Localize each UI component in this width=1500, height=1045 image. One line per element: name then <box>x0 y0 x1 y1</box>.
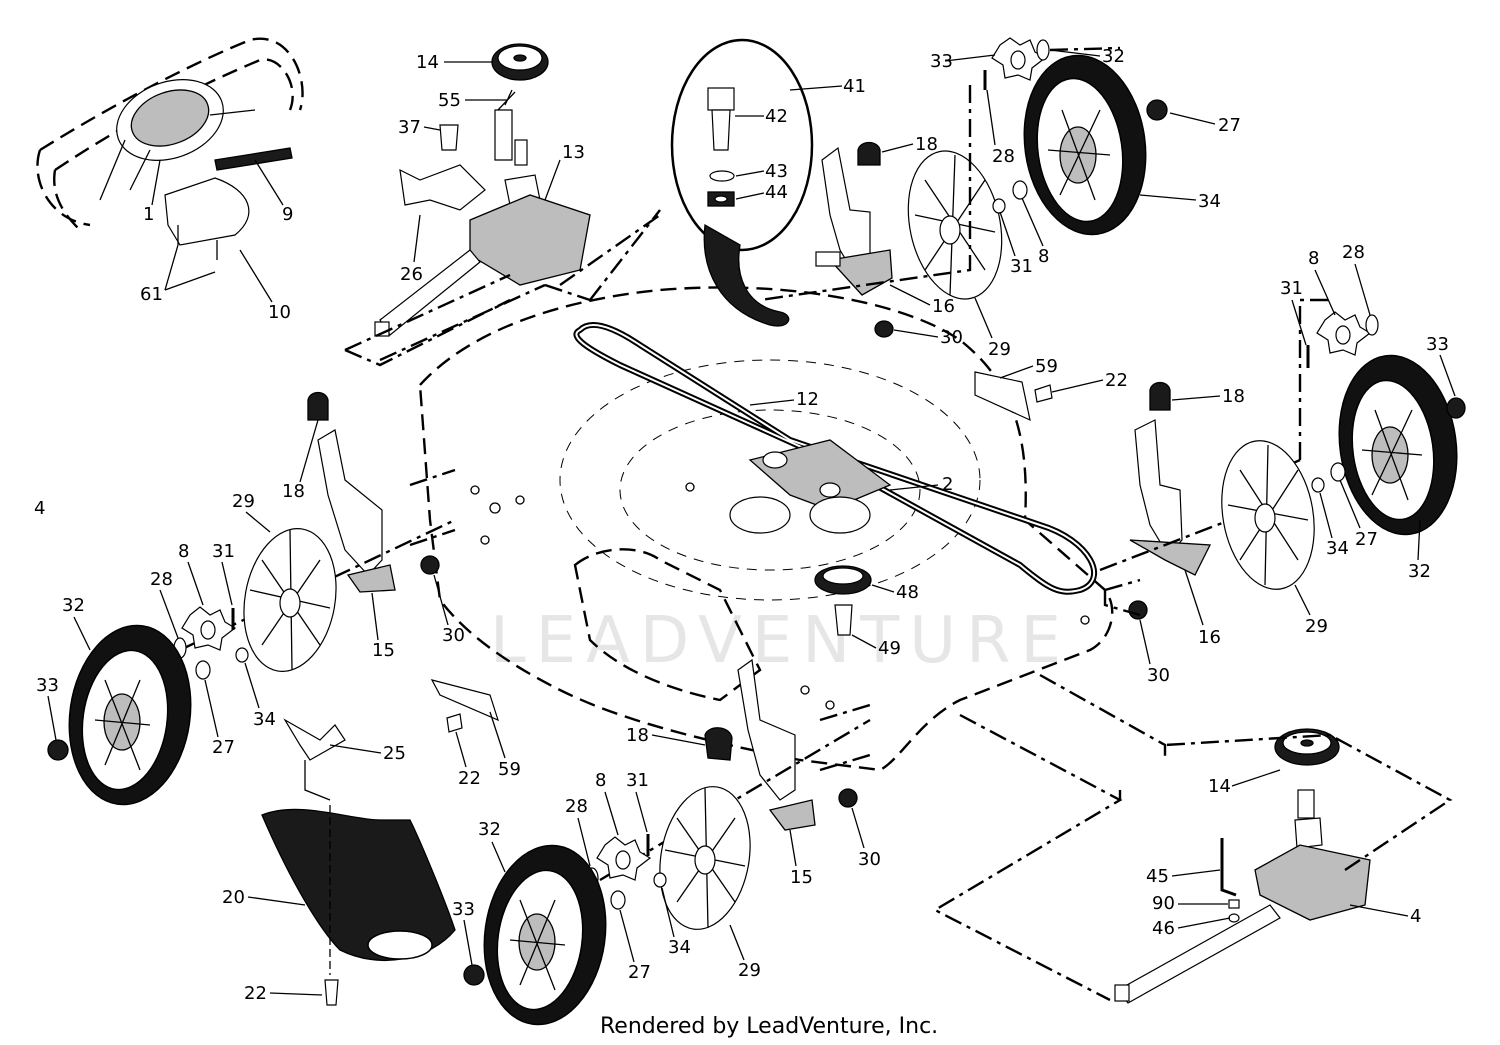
mower-deck <box>418 286 1114 772</box>
callout-27-upper: 8 <box>1038 246 1049 267</box>
wheel-left <box>68 624 192 806</box>
transmission-lower <box>1114 728 1371 1004</box>
callout-33-left: 33 <box>36 675 59 696</box>
callout-4: 4 <box>1410 906 1421 927</box>
callout-31-upper: 28 <box>992 146 1015 167</box>
callout-28-upper: 32 <box>1102 46 1125 67</box>
callout-31-bottom: 31 <box>626 770 649 791</box>
callout-33-right: 33 <box>1426 334 1449 355</box>
callout-49: 49 <box>878 638 901 659</box>
callout-90: 90 <box>1152 893 1175 914</box>
callout-20: 20 <box>222 887 245 908</box>
callout-42: 42 <box>765 106 788 127</box>
drive-belt <box>573 322 1098 595</box>
callout-34-left: 34 <box>253 709 276 730</box>
wheel-upper-right <box>1023 54 1147 236</box>
callout-34-upper: 31 <box>1010 256 1033 277</box>
footer-credit: Rendered by LeadVenture, Inc. <box>600 1014 938 1039</box>
callout-28-bottom: 28 <box>565 796 588 817</box>
transmission-upper <box>374 43 591 337</box>
page-number: 4 <box>34 498 45 519</box>
watermark: LEADVENTURE <box>490 604 1071 678</box>
blade-adapter-detail <box>670 38 814 327</box>
callout-32-upper: 34 <box>1198 191 1221 212</box>
handle-assembly <box>36 37 304 260</box>
callout-8-bottom: 8 <box>595 770 606 791</box>
callout-22-lower: 22 <box>458 768 481 789</box>
callout-14-top: 14 <box>416 52 439 73</box>
callout-31-left: 31 <box>212 541 235 562</box>
callout-31-right: 31 <box>1280 278 1303 299</box>
callout-27-right: 27 <box>1355 529 1378 550</box>
wheel-bottom <box>483 844 607 1026</box>
callout-10: 10 <box>268 302 291 323</box>
idler-bracket <box>729 439 892 534</box>
callout-32-bottom: 32 <box>478 819 501 840</box>
callout-33-upper: 27 <box>1218 115 1241 136</box>
callout-59-lower: 59 <box>498 759 521 780</box>
callout-61: 61 <box>140 284 163 305</box>
callout-27-bottom: 27 <box>628 962 651 983</box>
callout-30-right: 30 <box>1147 665 1170 686</box>
callout-15-left: 15 <box>372 640 395 661</box>
callout-41: 41 <box>843 76 866 97</box>
callout-48: 48 <box>896 582 919 603</box>
callout-30-left: 30 <box>442 625 465 646</box>
callout-1: 1 <box>143 204 154 225</box>
callout-18-right: 18 <box>1222 386 1245 407</box>
callout-26: 26 <box>400 264 423 285</box>
callout-28-right: 28 <box>1342 242 1365 263</box>
callout-2: 2 <box>942 474 953 495</box>
callout-59-right: 59 <box>1035 356 1058 377</box>
callout-8-upper: 33 <box>930 51 953 72</box>
callout-30-upper: 30 <box>940 327 963 348</box>
wheel-right <box>1338 354 1458 536</box>
callout-22-right: 22 <box>1105 370 1128 391</box>
callout-29-left: 29 <box>232 491 255 512</box>
callout-55: 55 <box>438 90 461 111</box>
callout-18-bottom: 18 <box>626 725 649 746</box>
callout-13: 13 <box>562 142 585 163</box>
callout-43: 43 <box>765 161 788 182</box>
callout-30-bottom: 30 <box>858 849 881 870</box>
callout-25: 25 <box>383 743 406 764</box>
callout-18-left: 18 <box>282 481 305 502</box>
callout-18-upper: 18 <box>915 134 938 155</box>
discharge-chute <box>261 718 456 962</box>
callout-12: 12 <box>796 389 819 410</box>
callout-32-right: 32 <box>1408 561 1431 582</box>
callout-32-left: 32 <box>62 595 85 616</box>
callout-37: 37 <box>398 117 421 138</box>
callout-29-upper: 29 <box>988 339 1011 360</box>
callout-16-upper: 16 <box>932 296 955 317</box>
callout-8-left: 8 <box>178 541 189 562</box>
callout-46: 46 <box>1152 918 1175 939</box>
callout-29-bottom: 29 <box>738 960 761 981</box>
callout-45: 45 <box>1146 866 1169 887</box>
callout-15-bottom: 15 <box>790 867 813 888</box>
callout-16-right: 16 <box>1198 627 1221 648</box>
callout-34-bottom: 34 <box>668 937 691 958</box>
height-adjuster-upper-right <box>815 141 893 296</box>
callout-28-left: 28 <box>150 569 173 590</box>
callout-22-bottom: 22 <box>244 983 267 1004</box>
callout-27-left: 27 <box>212 737 235 758</box>
callout-33-bottom: 33 <box>452 899 475 920</box>
callout-14-lower: 14 <box>1208 776 1231 797</box>
callout-34-right: 34 <box>1326 538 1349 559</box>
callout-29-right: 29 <box>1305 616 1328 637</box>
callout-8-right: 8 <box>1308 248 1319 269</box>
callout-9: 9 <box>282 204 293 225</box>
callout-44: 44 <box>765 182 788 203</box>
